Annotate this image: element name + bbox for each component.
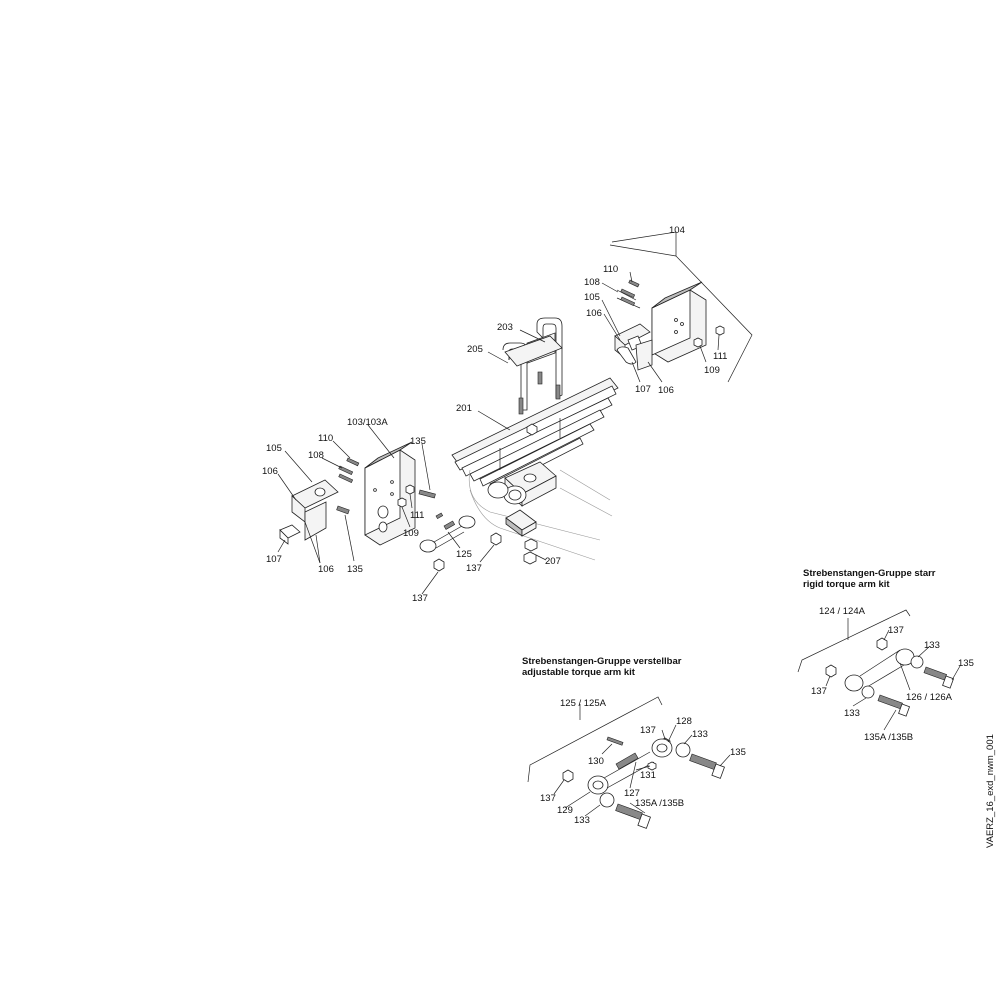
rigid-kit-title-en: rigid torque arm kit: [803, 579, 890, 590]
callout-125: 125: [456, 549, 472, 560]
callout-106: 106: [262, 466, 278, 477]
callout-106: 106: [586, 308, 602, 319]
callout-135ab: 135A /135B: [864, 732, 913, 743]
rigid-kit-title-de: Strebenstangen-Gruppe starr: [803, 568, 936, 579]
callout-105: 105: [266, 443, 282, 454]
callout-107: 107: [266, 554, 282, 565]
callout-128: 128: [676, 716, 692, 727]
torque-arm-main: [419, 512, 502, 572]
bolts-108-110-left: [336, 457, 436, 515]
bracket-105-106-right: [614, 323, 653, 371]
callout-135: 135: [410, 436, 426, 447]
callout-135: 135: [958, 658, 974, 669]
callout-133: 133: [692, 729, 708, 740]
callout-137: 137: [888, 625, 904, 636]
callout-110: 110: [603, 264, 618, 275]
callout-110: 110: [318, 433, 333, 444]
adjustable-kit-title-de: Strebenstangen-Gruppe verstellbar: [522, 656, 682, 667]
callout-108: 108: [584, 277, 600, 288]
spring-seat: [487, 461, 557, 507]
callout-126: 126 / 126A: [906, 692, 953, 703]
callout-104: 104: [669, 225, 685, 236]
callout-133: 133: [844, 708, 860, 719]
callout-129: 129: [557, 805, 573, 816]
callout-137: 137: [412, 593, 428, 604]
callout-137: 137: [540, 793, 556, 804]
callout-106: 106: [318, 564, 334, 575]
callout-109: 109: [704, 365, 720, 376]
callout-111: 111: [410, 510, 424, 521]
callout-135ab: 135A /135B: [635, 798, 684, 809]
callout-203: 203: [497, 322, 513, 333]
callout-127: 127: [624, 788, 640, 799]
callout-105: 105: [584, 292, 600, 303]
callout-135: 135: [730, 747, 746, 758]
callout-125kit: 125 / 125A: [560, 698, 607, 709]
callout-108: 108: [308, 450, 324, 461]
u-bolt-205: [502, 335, 563, 415]
callout-133: 133: [574, 815, 590, 826]
callout-137: 137: [811, 686, 827, 697]
callout-137: 137: [466, 563, 482, 574]
callout-205: 205: [467, 344, 483, 355]
axle-tube: [468, 469, 613, 561]
adjustable-kit-title-en: adjustable torque arm kit: [522, 667, 636, 678]
callout-111: 111: [713, 351, 727, 362]
leader-lines: [277, 231, 961, 817]
bracket-105-106-left: [279, 479, 339, 545]
rigid-kit-parts: [797, 609, 955, 717]
callout-103: 103/103A: [347, 417, 388, 428]
hanger-103: [364, 441, 416, 546]
bolts-108-110-right: [616, 279, 725, 348]
adjustable-kit-parts: [527, 696, 725, 829]
callout-130: 130: [588, 756, 604, 767]
part-labels: 104 110 108 105 106 107 106 109 111 203 …: [262, 225, 974, 826]
bottom-plate-207: [505, 423, 538, 565]
hanger-104: [651, 281, 707, 363]
callout-107: 107: [635, 384, 651, 395]
callout-106: 106: [658, 385, 674, 396]
callout-137: 137: [640, 725, 656, 736]
callout-201: 201: [456, 403, 472, 414]
callout-131: 131: [640, 770, 656, 781]
callout-133: 133: [924, 640, 940, 651]
callout-109: 109: [403, 528, 419, 539]
callout-135: 135: [347, 564, 363, 575]
callout-207: 207: [545, 556, 561, 567]
callout-124: 124 / 124A: [819, 606, 866, 617]
drawing-id: VAERZ_16_exd_nwm_001: [985, 734, 996, 848]
